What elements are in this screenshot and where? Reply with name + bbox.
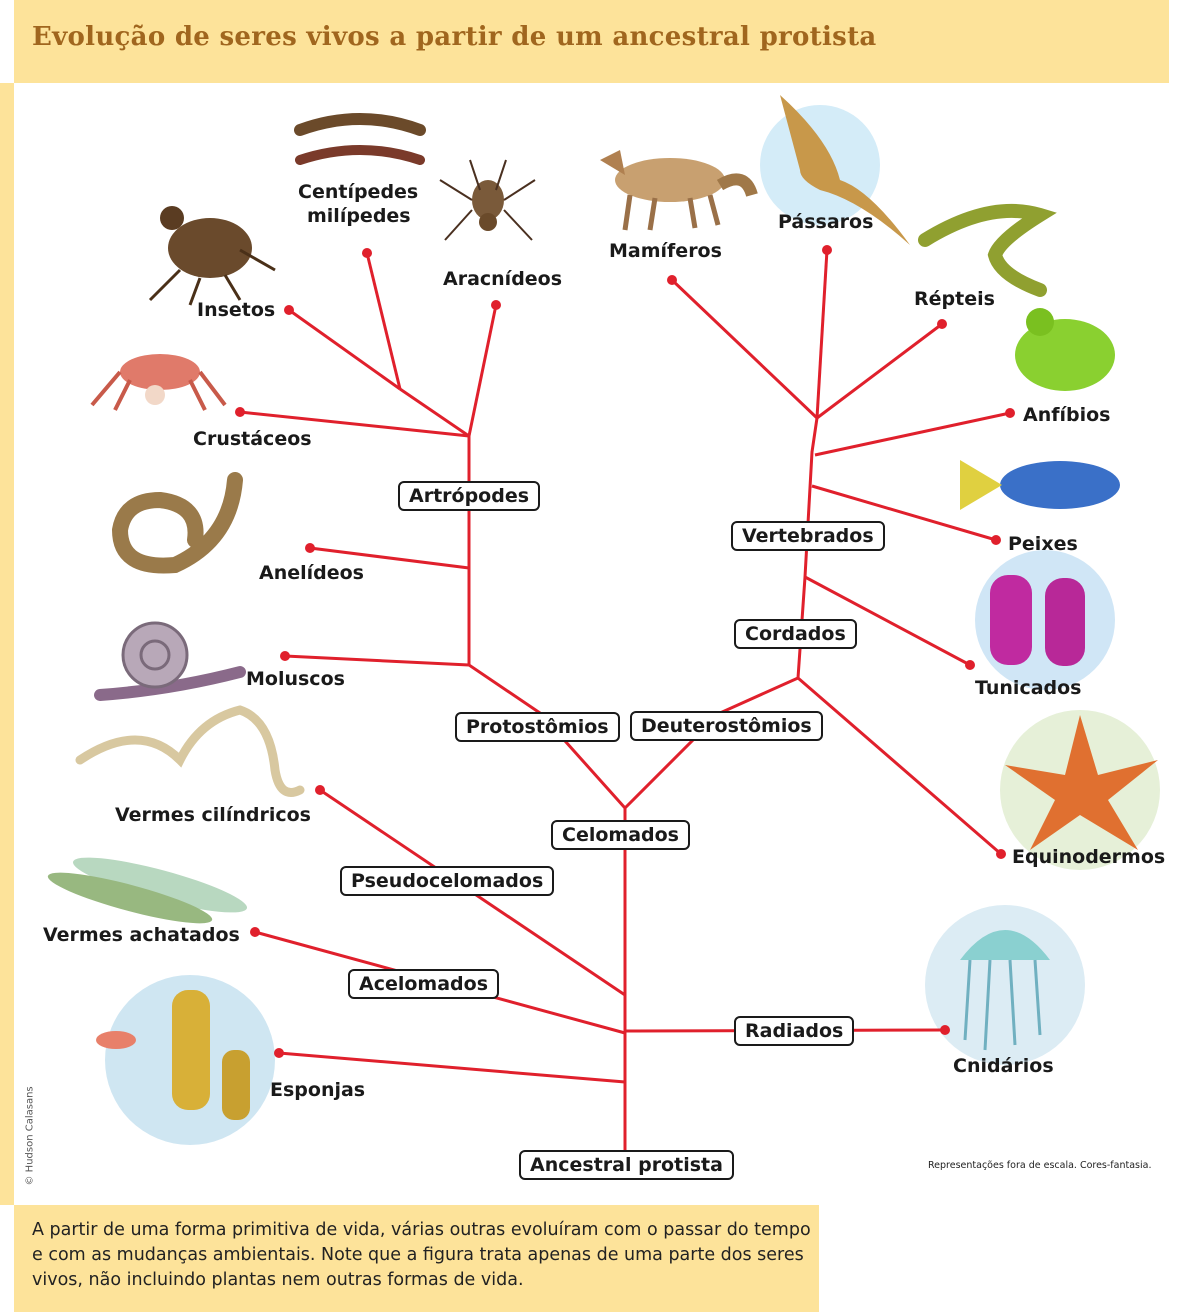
earthworm-illustration [120, 480, 235, 566]
millipede-illustration [300, 119, 420, 160]
group-radiados: Radiados [734, 1016, 854, 1046]
group-deuterostomios: Deuterostômios [630, 711, 823, 741]
jellyfish-illustration [925, 905, 1085, 1065]
group-pseudocelomados: Pseudocelomados [340, 866, 554, 896]
label-esponjas: Esponjas [270, 1079, 365, 1101]
spider-illustration [440, 160, 535, 240]
label-insetos: Insetos [197, 299, 275, 321]
roundworm-illustration [80, 710, 300, 793]
label-centipedes-line2: milípedes [307, 205, 411, 227]
fish-illustration [960, 460, 1120, 510]
group-celomados: Celomados [551, 820, 690, 850]
label-equinodermos: Equinodermos [1012, 846, 1165, 868]
group-acelomados: Acelomados [348, 969, 499, 999]
crab-illustration [92, 354, 225, 410]
snake-illustration [925, 211, 1040, 290]
label-anelideos: Anelídeos [259, 562, 364, 584]
sponge-illustration [96, 975, 275, 1145]
label-repteis: Répteis [914, 288, 995, 310]
tunicate-illustration [975, 550, 1115, 690]
organism-illustrations [45, 95, 1160, 1145]
label-peixes: Peixes [1008, 533, 1078, 555]
group-cordados: Cordados [734, 619, 857, 649]
label-aracnideos: Aracnídeos [443, 268, 562, 290]
frog-illustration [1015, 308, 1115, 391]
flatworm-illustration [45, 847, 251, 932]
label-centipedes-line1: Centípedes [298, 181, 418, 203]
label-mamiferos: Mamíferos [609, 240, 722, 262]
label-vermes-cilindricos: Vermes cilíndricos [115, 804, 311, 826]
group-ancestral-protista: Ancestral protista [519, 1150, 734, 1180]
label-moluscos: Moluscos [246, 668, 345, 690]
snail-illustration [100, 623, 240, 695]
group-artropodes: Artrópodes [398, 481, 540, 511]
label-crustaceos: Crustáceos [193, 428, 312, 450]
label-vermes-achatados: Vermes achatados [43, 924, 240, 946]
label-cnidarios: Cnidários [953, 1055, 1054, 1077]
label-passaros: Pássaros [778, 211, 873, 233]
tree-branches [240, 250, 1010, 1152]
fox-illustration [600, 150, 752, 230]
label-tunicados: Tunicados [975, 677, 1082, 699]
label-anfibios: Anfíbios [1023, 404, 1111, 426]
group-vertebrados: Vertebrados [731, 521, 885, 551]
beetle-illustration [150, 206, 275, 305]
group-protostomios: Protostômios [455, 712, 620, 742]
